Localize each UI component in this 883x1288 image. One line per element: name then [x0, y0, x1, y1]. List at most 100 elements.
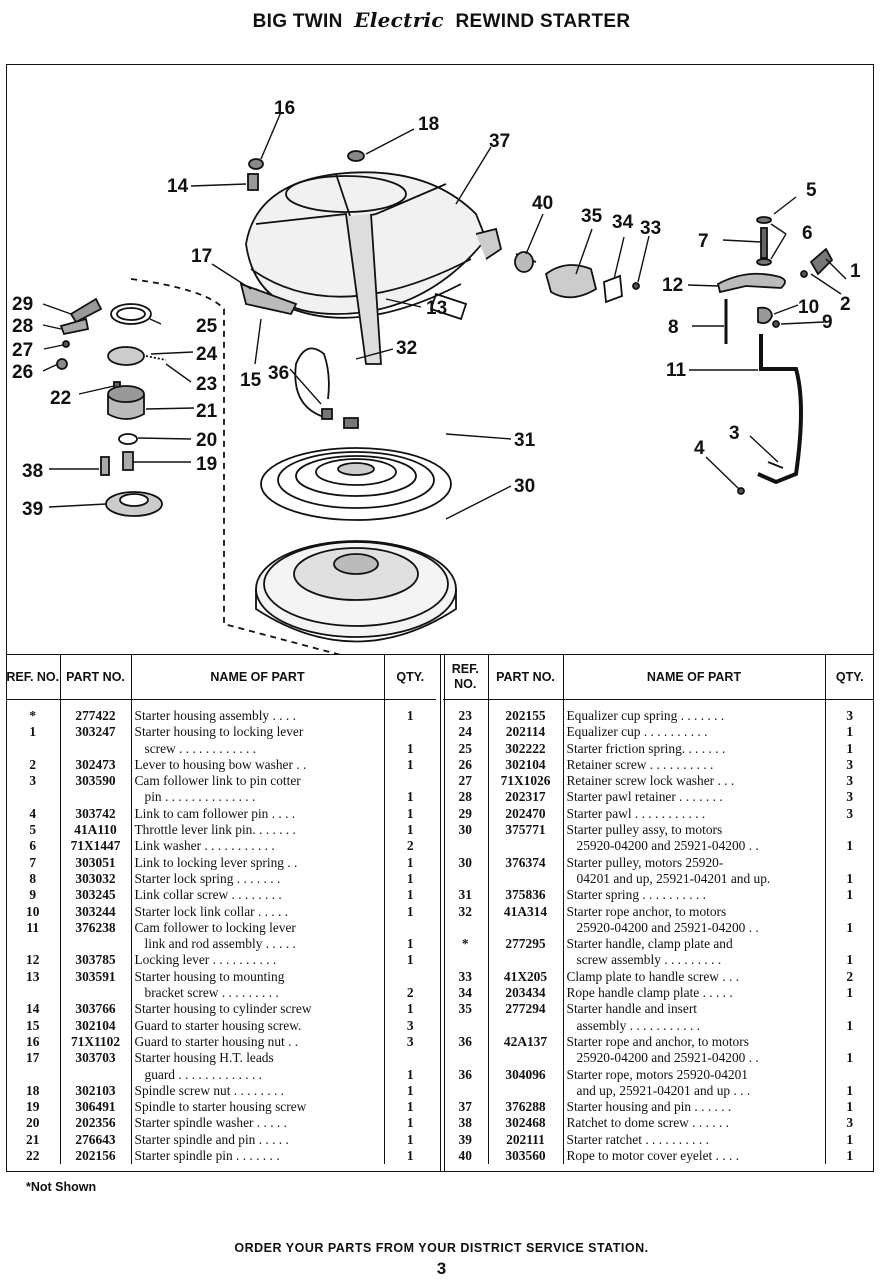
header-name: NAME OF PART [131, 655, 385, 700]
qty-cell: 1 [846, 1050, 854, 1066]
part-name-cell: Starter spring . . . . . . . . . . [563, 887, 826, 904]
part-name-cell: Lever to housing bow washer . . [131, 756, 385, 774]
part-name-cell: Throttle lever link pin. . . . . . . [131, 822, 385, 839]
part-no-cell: 302103 [60, 1082, 132, 1100]
part-no-cell: 303051 [60, 854, 132, 871]
callout-21: 21 [196, 401, 218, 422]
qty-cell: 3 [846, 1115, 854, 1131]
callout-27: 27 [12, 340, 33, 361]
part-name-line: Starter spring . . . . . . . . . . [566, 887, 706, 903]
part-name-cell: Retainer screw . . . . . . . . . . [563, 756, 826, 774]
qty-cell: 1 [406, 1066, 414, 1082]
part-name-line: Starter spindle pin . . . . . . . [134, 1148, 280, 1164]
part-no-cell: 303590 [60, 773, 132, 806]
part-name-line: Spindle to starter housing screw [134, 1099, 307, 1115]
callout-22: 22 [50, 388, 71, 409]
part-no-cell: 42A137 [488, 1033, 564, 1067]
callout-37: 37 [489, 131, 510, 152]
callout-labels: 16 18 37 14 40 35 34 33 5 6 7 1 2 17 12 … [12, 98, 861, 520]
qty-cell: 1 [846, 724, 854, 740]
part-name-line: Starter handle, clamp plate and [566, 936, 733, 952]
qty-cell: 1 [846, 838, 854, 854]
parts-table-left: REF. NO. PART NO. NAME OF PART QTY. *277… [6, 655, 436, 1165]
part-no-cell: 71X1026 [488, 773, 564, 790]
part-no-cell: 375836 [488, 887, 564, 904]
ref-no-cell: 20 [6, 1115, 61, 1132]
qty-cell: 1 [846, 870, 854, 886]
part-name-line: Cam follower to locking lever [134, 919, 296, 935]
header-part-no: PART NO. [60, 655, 132, 700]
part-no-cell: 303591 [60, 968, 132, 1002]
callout-18: 18 [418, 114, 439, 135]
callout-25: 25 [196, 316, 218, 337]
part-name-cell: Starter housing to cylinder screw [131, 1001, 385, 1018]
part-name-line: Starter housing H.T. leads [134, 1050, 274, 1066]
part-name-line: pin . . . . . . . . . . . . . . [144, 789, 256, 805]
part-no-cell: 302104 [60, 1017, 132, 1034]
qty-cell: 1 [846, 1017, 854, 1033]
qty-cell: 3 [846, 773, 854, 789]
callout-31: 31 [514, 430, 536, 451]
ref-no-cell: 34 [443, 985, 489, 1002]
callout-32: 32 [396, 338, 417, 359]
part-no-cell: 202111 [488, 1131, 564, 1149]
ref-no-cell: 10 [6, 903, 61, 920]
part-no-cell: 303560 [488, 1148, 564, 1165]
part-name-cell: Spindle screw nut . . . . . . . . [131, 1082, 385, 1100]
part-name-cell: Starter friction spring. . . . . . . [563, 740, 826, 757]
parts-list: REF. NO. PART NO. NAME OF PART QTY. *277… [6, 654, 874, 1172]
callout-30: 30 [514, 476, 535, 497]
callout-2: 2 [840, 294, 851, 315]
ref-no-cell: 35 [443, 1001, 489, 1034]
part-no-cell: 41X205 [488, 968, 564, 986]
part-no-cell: 302468 [488, 1115, 564, 1132]
part-name-cell: Retainer screw lock washer . . . [563, 773, 826, 790]
part-name-line: Cam follower link to pin cotter [134, 773, 301, 789]
order-notice: ORDER YOUR PARTS FROM YOUR DISTRICT SERV… [234, 1241, 649, 1255]
part-name-line: Starter pulley, motors 25920- [566, 854, 724, 870]
part-name-line: Starter friction spring. . . . . . . [566, 740, 726, 756]
ref-no-cell: 32 [443, 903, 489, 937]
callout-1: 1 [850, 261, 861, 282]
part-name-cell: Guard to starter housing screw. [131, 1017, 385, 1034]
qty-cell: 2 [406, 985, 414, 1001]
header-qty: QTY. [825, 655, 874, 700]
part-no-cell: 202156 [60, 1148, 132, 1165]
part-name-line: 25920-04200 and 25921-04200 . . [576, 838, 759, 854]
part-name-cell: Clamp plate to handle screw . . . [563, 968, 826, 986]
callout-6: 6 [802, 223, 813, 244]
part-name-line: Starter housing to cylinder screw [134, 1001, 312, 1017]
part-name-cell: Locking lever . . . . . . . . . . [131, 952, 385, 969]
part-name-line: Starter rope, motors 25920-04201 [566, 1066, 749, 1082]
qty-cell: 1 [406, 952, 414, 968]
part-name-cell: Starter lock link collar . . . . . [131, 903, 385, 920]
part-no-cell: 202356 [60, 1115, 132, 1132]
header-ref-no: REF. NO. [443, 655, 489, 700]
part-name-cell: Starter ratchet . . . . . . . . . . [563, 1131, 826, 1149]
qty-cell: 1 [406, 789, 414, 805]
part-name-line: Starter rope anchor, to motors [566, 903, 727, 919]
ref-no-cell: 39 [443, 1131, 489, 1149]
